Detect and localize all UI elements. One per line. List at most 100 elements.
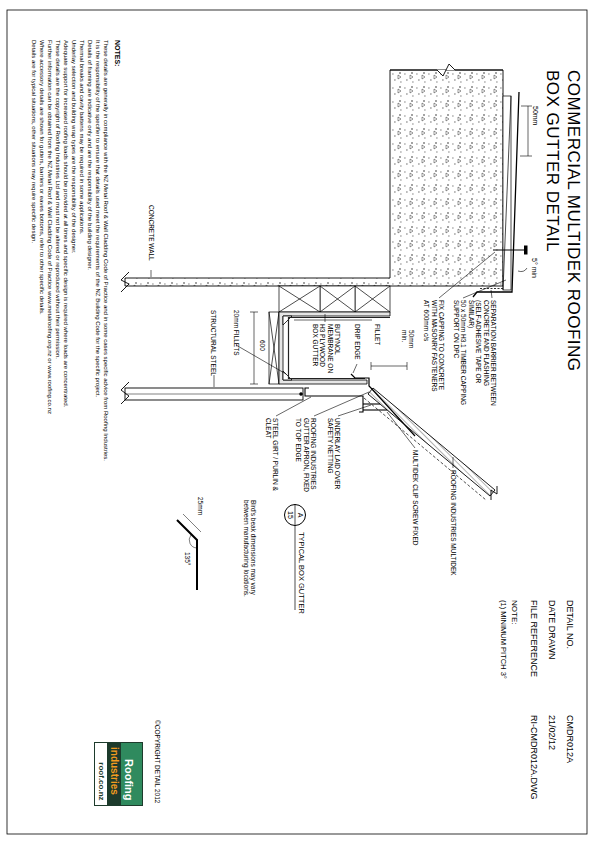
underlay [364, 398, 486, 500]
leader-lines [314, 392, 369, 416]
node-heading: Roofing [121, 743, 142, 805]
masonry-fastener [493, 250, 525, 251]
masonry-fastener [493, 246, 527, 254]
timber-framing [355, 286, 390, 312]
callout-text: DRIP EDGE [354, 324, 361, 360]
callout-text: ROOFING INDUSTRIES GUTTER APRON, FIXED T… [295, 418, 317, 498]
timber-capping [503, 96, 511, 290]
callout-text: MULTIDEK CLIP SCREW FIXED [412, 450, 419, 545]
callout-text: FILLET [374, 324, 381, 345]
birds-beak-sketch [177, 514, 201, 590]
leader-lines [151, 270, 152, 277]
leader-lines [491, 290, 492, 298]
title-block-field: FILE REFERENCE [529, 600, 539, 677]
plywood-box-gutter [279, 312, 390, 384]
node-text: industries [107, 743, 121, 805]
callout-text: UNDERLAY LAID OVER SAFETY NETTING [326, 418, 341, 498]
callout-text: SEPARATION BARRIER BETWEEN CONCRETE AND … [467, 300, 497, 408]
dimension-lines [518, 268, 527, 272]
concrete-wall [390, 64, 503, 76]
dimension-lines [371, 362, 372, 370]
timber-framing [320, 286, 355, 312]
timber-framing [279, 286, 320, 312]
callout-text: BUTYNOL MEMBRANE ON H3 PLYWOOD BOX GUTTE… [311, 324, 341, 376]
separation-barrier [479, 288, 503, 289]
structural-steel [125, 388, 303, 400]
multidek-roof [368, 388, 495, 496]
title-block-value: 21/02/12 [547, 715, 557, 750]
separation-barrier [479, 288, 503, 289]
leader-lines [463, 280, 506, 298]
timber-framing [320, 286, 355, 312]
callout-line [295, 504, 296, 610]
callout-text: 50 x 50mm H3.1 TIMBER CAPPING SUPPORT ON… [452, 300, 467, 408]
sheet-frame [7, 10, 587, 834]
timber-framing [269, 286, 390, 384]
dimension-lines [371, 366, 407, 367]
dimension-lines [250, 384, 258, 385]
title-block-field: NOTE: [510, 600, 519, 624]
leader-lines [294, 320, 372, 321]
multidek-roof [368, 388, 497, 500]
structural-steel [121, 382, 129, 404]
dimension: 25mm [197, 497, 204, 515]
note-text: Underlay selection and building wrap typ… [70, 40, 77, 580]
notes-heading: NOTES: [113, 40, 121, 66]
dimension-lines [254, 312, 255, 384]
leader-lines [276, 397, 311, 416]
note-text: Adequate support for increased roofing l… [62, 40, 69, 580]
birds-beak-sketch [177, 520, 197, 590]
note-text: (1) MINIMUM PITCH 3° [498, 600, 507, 679]
title-block-field: DATE DRAWN [547, 600, 557, 660]
callout-text: STEEL GIRT / PURLIN & CLEAT [264, 418, 279, 498]
dimension: 50mm min. [400, 330, 415, 360]
section-title: TYPICAL BOX GUTTER [296, 532, 305, 614]
steel-purlin [305, 388, 363, 412]
concrete-wall [121, 64, 503, 292]
dimension: 135° [184, 552, 191, 565]
steel-purlin [300, 393, 302, 395]
underlay [364, 398, 486, 500]
steel-purlin [363, 403, 380, 404]
leader-lines [439, 252, 495, 298]
note-text: Further information can be obtained from… [46, 40, 53, 580]
leader-lines [325, 314, 326, 322]
dimension-lines [521, 106, 532, 107]
structural-steel [125, 394, 303, 395]
leader-lines [387, 412, 415, 448]
gutter-apron [351, 374, 415, 436]
node-text: 15 [286, 505, 294, 525]
dimension-lines [520, 156, 532, 157]
note-text: These details are generally in complianc… [102, 40, 109, 580]
timber-framing [355, 286, 390, 312]
masonry-fastener [525, 246, 528, 254]
leader-lines [353, 364, 357, 373]
cap-flashing [473, 92, 519, 297]
callout-text: ROOFING INDUSTRIES MULTIDEK [450, 470, 457, 576]
dimension: 5° min [530, 258, 538, 278]
detail-callout: A15 [284, 504, 306, 526]
concrete-wall [121, 272, 129, 292]
timber-framing [355, 286, 390, 312]
drawing-title: COMMERCIAL MULTIDEK ROOFING [563, 70, 583, 372]
plywood-box-gutter [279, 312, 390, 384]
structural-steel [121, 382, 303, 404]
note-text: It is the responsibility of the specifie… [94, 40, 101, 580]
dimension-lines [250, 312, 258, 313]
note-text: Details are for typical situations, othe… [30, 40, 37, 580]
note-text: These details are the copyright of Roofi… [54, 40, 61, 580]
note-text: Details of framing are indicative only a… [86, 40, 93, 580]
node-text: roof.co.nz [95, 743, 108, 805]
butynol-membrane [289, 318, 391, 379]
sheet-frame [7, 10, 587, 834]
dimension: 50mm [531, 106, 539, 125]
callout-text: CONCRETE WALL [148, 205, 155, 261]
gutter-apron [351, 374, 415, 436]
callout-text: FIX CAPPING TO CONCRETE WITH MASONRY FAS… [423, 300, 445, 400]
multidek-roof [491, 486, 497, 500]
timber-capping [503, 96, 511, 290]
leader-lines [338, 405, 371, 416]
title-block-value: CMDR012A [565, 715, 575, 763]
note-text: Bird's beak dimensions may vary between … [242, 500, 257, 620]
